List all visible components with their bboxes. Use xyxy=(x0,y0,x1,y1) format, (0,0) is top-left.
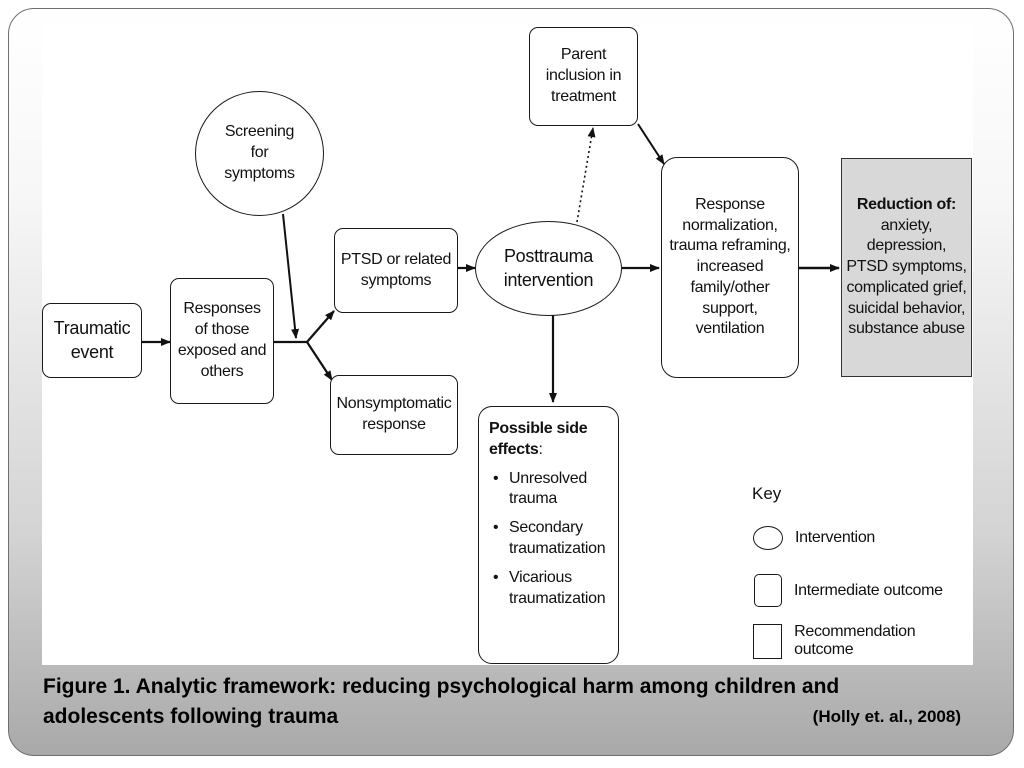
key-title: Key xyxy=(752,484,782,503)
arrow-branch-to-ptsd xyxy=(306,310,335,343)
side-effects-title: Possible side effects xyxy=(489,420,588,458)
nonsymptomatic-box: Nonsymptomatic response xyxy=(330,375,458,455)
key-recommendation-label: Recommendation outcome xyxy=(794,623,916,658)
figure-caption: Figure 1. Analytic framework: reducing p… xyxy=(43,672,965,732)
arrow-posttrauma-to-parent xyxy=(576,127,596,223)
side-effects-list: Unresolved trauma Secondary traumatizati… xyxy=(489,469,608,610)
reduction-recommendation-box: Reduction of: anxiety, depression, PTSD … xyxy=(841,158,972,377)
traumatic-event-box: Traumatic event xyxy=(42,303,142,378)
figure-area: Traumatic event Responses of those expos… xyxy=(42,24,973,665)
ptsd-box: PTSD or related symptoms xyxy=(334,228,458,313)
diagram-arrows xyxy=(142,123,840,403)
response-normalization-box: Response normalization, trauma reframing… xyxy=(661,157,799,378)
key-row-intermediate: Intermediate outcome xyxy=(754,574,943,607)
key-circle-icon xyxy=(753,526,783,550)
key-square-box-icon xyxy=(753,623,783,659)
side-effects-box: Possible side effects: Unresolved trauma… xyxy=(478,406,619,664)
arrow-branch-to-nonsymptomatic xyxy=(306,341,333,381)
posttrauma-intervention-ellipse: Posttrauma intervention xyxy=(475,221,622,316)
side-effects-colon: : xyxy=(538,440,543,458)
key-rounded-box-icon xyxy=(754,574,782,607)
arrow-screening-to-branch xyxy=(282,213,300,339)
key-intermediate-label: Intermediate outcome xyxy=(794,581,943,599)
caption-text: Figure 1. Analytic framework: reducing p… xyxy=(43,675,840,728)
responses-box: Responses of those exposed and others xyxy=(170,278,274,404)
side-effect-item: Unresolved trauma xyxy=(489,469,608,511)
key-intervention-label: Intervention xyxy=(795,529,876,546)
side-effect-item: Secondary traumatization xyxy=(489,518,608,560)
key-row-intervention: Intervention xyxy=(753,526,875,550)
arrow-parent-to-response xyxy=(637,123,665,165)
caption-citation: (Holly et. al., 2008) xyxy=(812,707,961,726)
reduction-items: anxiety, depression, PTSD symptoms, comp… xyxy=(846,216,967,338)
screening-circle: Screening for symptoms xyxy=(195,91,324,216)
key-row-recommendation: Recommendation outcome xyxy=(753,623,973,659)
reduction-title: Reduction of: xyxy=(856,195,957,213)
parent-inclusion-box: Parent inclusion in treatment xyxy=(529,27,638,126)
side-effect-item: Vicarious traumatization xyxy=(489,568,608,610)
